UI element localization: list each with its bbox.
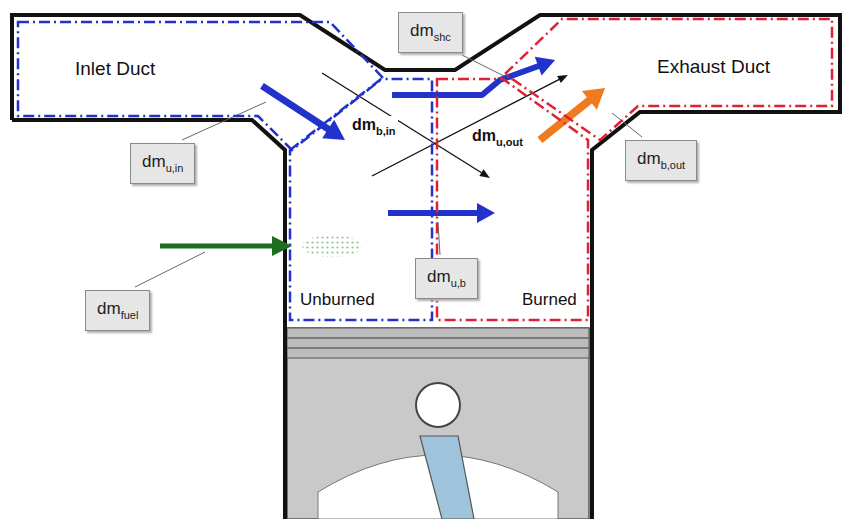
callout-subscript: shc: [434, 31, 451, 43]
fuel-spray: [302, 235, 362, 257]
region-outline: [14, 18, 388, 152]
region-outline: [18, 22, 383, 150]
callout-symbol: dm: [97, 299, 121, 318]
region-outline: [290, 79, 432, 320]
region-name: Burned: [522, 290, 577, 310]
flow-line: [540, 99, 591, 140]
flow-arrow: [392, 57, 555, 95]
flow-line: [322, 73, 483, 174]
flow-arrow: [540, 88, 605, 140]
region-name: Unburned: [300, 290, 375, 310]
flow-line: [262, 86, 330, 130]
callout-box: dmfuel: [85, 290, 150, 331]
leader-line: [135, 252, 205, 287]
callout-symbol: dm: [427, 267, 451, 286]
piston: [287, 328, 589, 519]
exhaust-duct-region: Exhaust Duct: [500, 14, 836, 144]
callout-box: dmb,out: [625, 140, 697, 181]
piston-crown: [287, 328, 589, 358]
inlet-duct-region: Inlet Duct: [14, 18, 388, 152]
arrowhead: [479, 169, 490, 178]
flow-symbol: dm: [352, 116, 376, 133]
callout-subscript: u,in: [166, 162, 184, 174]
leader-line: [438, 222, 440, 255]
arrowhead: [535, 57, 555, 76]
flow-symbol: dm: [472, 127, 496, 144]
region-outline: [286, 74, 436, 324]
flow-label: dmu,out: [470, 127, 525, 148]
engine-wall: [12, 120, 285, 519]
region-outline: [437, 79, 588, 320]
piston-pin: [416, 383, 460, 427]
region-name: Exhaust Duct: [657, 56, 770, 78]
flow-arrow: [372, 75, 568, 176]
unburned-zone: Unburned: [286, 74, 436, 324]
callout-symbol: dm: [142, 152, 166, 171]
arrowhead: [582, 88, 605, 110]
region-name: Inlet Duct: [75, 58, 155, 80]
callout-subscript: fuel: [121, 309, 139, 321]
callout-subscript: u,b: [451, 277, 466, 289]
callout-box: dmshc: [398, 12, 463, 53]
connecting-rod: [420, 436, 474, 519]
fuel-arrow: [160, 244, 274, 249]
arrowhead: [557, 75, 568, 83]
callout-subscript: b,out: [661, 159, 685, 171]
flow-line: [388, 210, 479, 216]
callout-box: dmu,in: [130, 143, 195, 184]
piston-ring: [287, 347, 589, 349]
arrowhead: [477, 203, 495, 223]
region-outline: [505, 19, 832, 140]
region-outline: [500, 14, 836, 144]
flow-label: dmb,in: [350, 116, 398, 137]
flow-subscript: b,in: [376, 125, 396, 137]
callout-symbol: dm: [410, 21, 434, 40]
callout-box: dmu,b: [415, 258, 478, 299]
callout-symbol: dm: [637, 149, 661, 168]
flow-arrow: [322, 73, 490, 178]
engine-wall: [12, 15, 840, 519]
flow-subscript: u,out: [496, 136, 523, 148]
leader-line: [182, 102, 266, 140]
flow-arrow: [388, 203, 495, 223]
piston-ring: [287, 337, 589, 339]
